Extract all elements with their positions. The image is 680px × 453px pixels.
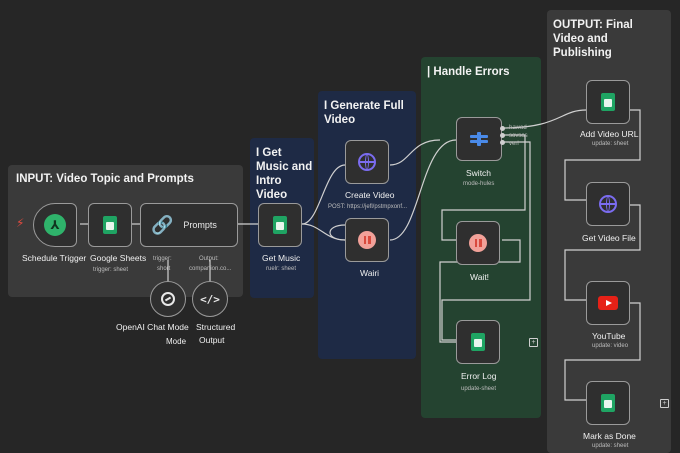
structured-output-label-2: Output: [199, 335, 225, 345]
get-music-node[interactable]: [258, 203, 302, 247]
prompts-left-port-label: trigger:: [153, 256, 172, 262]
switch-output-2-label: sovsas: [509, 133, 528, 139]
google-sheets-sub: trigger: sheet: [93, 267, 129, 273]
schedule-trigger-label: Schedule Trigger: [22, 253, 87, 263]
openai-icon: [161, 292, 175, 306]
get-video-file-label: Get Video File: [582, 233, 636, 243]
youtube-icon: [598, 296, 618, 310]
mark-as-done-label: Mark as Done: [583, 431, 636, 441]
wait-node-1[interactable]: [345, 218, 389, 262]
youtube-label: YouTube: [592, 331, 626, 341]
error-log-node[interactable]: [456, 320, 500, 364]
youtube-node[interactable]: [586, 281, 630, 325]
globe-icon: [599, 195, 617, 213]
google-sheets-node[interactable]: [88, 203, 132, 247]
google-sheets-icon: [601, 93, 615, 111]
switch-output-3-label: verl: [509, 141, 519, 147]
wait-2-label: Wait!: [470, 272, 490, 282]
google-sheets-icon: [471, 333, 485, 351]
structured-output-node[interactable]: </>: [192, 281, 228, 317]
switch-label: Switch: [466, 168, 492, 178]
openai-node[interactable]: [150, 281, 186, 317]
switch-node[interactable]: [456, 117, 502, 161]
create-video-node[interactable]: [345, 140, 389, 184]
add-node-plus-icon[interactable]: +: [529, 338, 538, 347]
google-sheets-label: Google Sheets: [90, 253, 147, 263]
google-sheets-icon: [273, 216, 287, 234]
wait-1-label: Wairi: [360, 268, 380, 278]
link-icon: 🔗: [151, 214, 174, 235]
switch-output-port-2[interactable]: [500, 133, 505, 138]
google-sheets-icon: [103, 216, 117, 234]
schedule-trigger-icon: ⅄: [44, 214, 66, 236]
music-group-title: I Get Music and Intro Video: [256, 147, 313, 201]
output-group-title: OUTPUT: Final Video and Publishing: [553, 19, 633, 59]
add-video-url-sub: update: sheet: [592, 141, 629, 147]
error-log-sub: update-sheet: [461, 386, 497, 392]
switch-output-1-label: hawad: [509, 125, 527, 131]
get-video-file-node[interactable]: [586, 182, 630, 226]
mark-as-done-sub: update: sheet: [592, 443, 629, 449]
add-video-url-node[interactable]: [586, 80, 630, 124]
mark-as-done-node[interactable]: [586, 381, 630, 425]
structured-output-label: Structured: [196, 322, 236, 332]
prompts-right-port-label: Output:: [199, 256, 219, 262]
add-node-plus-icon[interactable]: +: [660, 399, 669, 408]
code-icon: </>: [200, 292, 220, 306]
wait-node-2[interactable]: [456, 221, 500, 265]
pause-icon: [469, 234, 487, 252]
openai-label: OpenAI Chat Mode: [116, 322, 189, 332]
prompts-left-port-value: short: [157, 266, 171, 272]
trigger-bolt-icon: ⚡: [16, 216, 25, 230]
create-video-label: Create Video: [345, 190, 395, 200]
globe-icon: [358, 153, 376, 171]
prompts-label: Prompts: [183, 220, 217, 230]
google-sheets-icon: [601, 394, 615, 412]
pause-icon: [358, 231, 376, 249]
errors-group-title: | Handle Errors: [427, 66, 510, 78]
switch-output-port-3[interactable]: [500, 140, 505, 145]
youtube-sub: update: video: [592, 343, 629, 349]
switch-icon: [470, 132, 488, 146]
get-music-label: Get Music: [262, 253, 301, 263]
prompts-node[interactable]: 🔗 Prompts: [140, 203, 238, 247]
get-music-sub: ruelr: sheet: [266, 266, 297, 272]
openai-label-2: Mode: [166, 337, 187, 346]
error-log-label: Error Log: [461, 371, 497, 381]
prompts-right-port-value: companion.co...: [189, 266, 232, 272]
schedule-trigger-node[interactable]: ⅄: [33, 203, 77, 247]
switch-output-port-1[interactable]: [500, 126, 505, 131]
switch-sub: mode-hules: [463, 181, 495, 187]
create-video-sub: POST: https://jefl/pstmpxonf...: [328, 204, 408, 210]
input-group-title: INPUT: Video Topic and Prompts: [16, 173, 194, 185]
generate-group-title: I Generate Full Video: [324, 100, 404, 126]
add-video-url-label: Add Video URL: [580, 129, 639, 139]
